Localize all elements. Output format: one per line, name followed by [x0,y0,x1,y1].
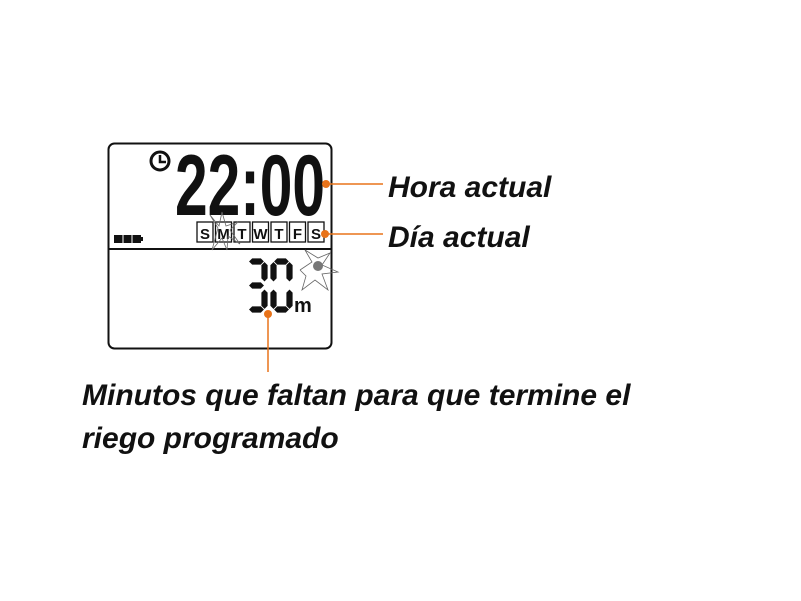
battery-icon [114,235,143,243]
day-5: F [293,226,302,243]
day-box [288,221,307,243]
day-6: S [311,226,321,243]
segment-b [285,260,294,283]
segment-d [247,305,266,314]
label-remaining-line1: Minutos que faltan para que termine el [82,379,631,412]
label-remaining-line2: riego programado [82,422,339,455]
day-1: M [217,226,230,243]
day-box [270,221,288,243]
day-4: T [274,226,283,243]
irrigation-sparkle-icon [299,249,340,292]
day-2: T [237,226,246,243]
callout-day [321,230,383,238]
segment-e [269,288,278,311]
seven-segment-digit [269,257,294,314]
minutes-unit: m [294,295,312,317]
time-display: 22:00 [175,138,325,234]
day-box [233,221,251,243]
day-box [196,221,214,243]
callout-minutes [264,310,272,372]
day-3: W [253,226,268,243]
segment-b [260,260,269,283]
day-0: S [200,226,210,243]
clock-icon [149,150,171,172]
label-current-day: Día actual [388,221,530,254]
label-current-time: Hora actual [388,171,552,204]
segment-g [247,281,266,290]
seven-segment-digit [247,257,269,314]
lcd-frame [107,142,333,350]
day-box [251,221,270,243]
segment-c [260,288,269,311]
callout-time [322,180,383,188]
remaining-minutes-display [247,257,294,314]
segment-f [269,260,278,283]
segment-c [285,288,294,311]
active-day-sparkle-icon [209,211,241,251]
